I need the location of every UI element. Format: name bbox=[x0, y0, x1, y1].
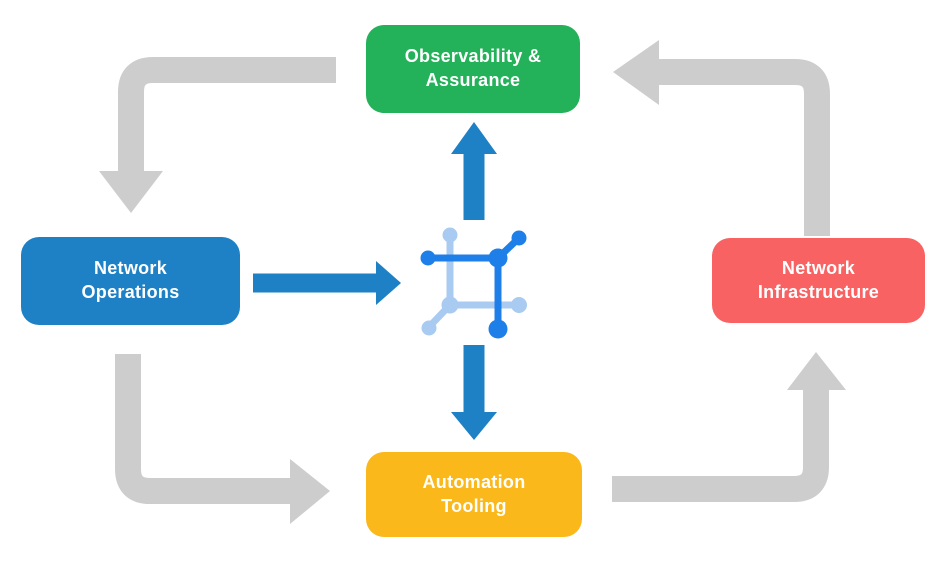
arrowhead-up bbox=[451, 122, 497, 154]
arrow-shaft bbox=[115, 354, 290, 504]
arrowhead-right bbox=[376, 261, 401, 305]
arrow-shaft bbox=[659, 59, 830, 236]
node-network-operations: Network Operations bbox=[21, 237, 240, 325]
mesh-node-dot bbox=[488, 319, 508, 339]
arrow-operations-to-center bbox=[253, 261, 401, 305]
node-observability-assurance: Observability & Assurance bbox=[366, 25, 580, 113]
arrow-shaft bbox=[612, 390, 829, 502]
mesh-node-dot bbox=[441, 296, 459, 314]
node-automation-tooling: Automation Tooling bbox=[366, 452, 582, 537]
mesh-node-dot bbox=[511, 297, 527, 313]
arrowhead-right bbox=[290, 459, 330, 524]
arrow-operations-to-automation bbox=[115, 354, 330, 524]
mesh-node-dot bbox=[442, 227, 458, 243]
mesh-node-dot bbox=[511, 230, 527, 246]
arrow-center-to-observability bbox=[451, 122, 497, 220]
arrowhead-up bbox=[787, 352, 846, 390]
arrow-automation-to-infrastructure bbox=[612, 352, 846, 502]
arrow-center-to-automation bbox=[451, 345, 497, 440]
network-mesh-icon bbox=[420, 227, 527, 339]
node-label: Network Operations bbox=[81, 258, 180, 302]
arrowhead-down bbox=[99, 171, 163, 213]
arrow-shaft bbox=[118, 57, 336, 172]
mesh-node-dot bbox=[420, 250, 436, 266]
node-label: Network Infrastructure bbox=[757, 257, 880, 302]
arrowhead-down bbox=[451, 412, 497, 440]
mesh-node-dot bbox=[488, 248, 508, 268]
arrow-infrastructure-to-observability bbox=[613, 40, 830, 236]
node-label: Observability & Assurance bbox=[404, 46, 542, 90]
arrowhead-left bbox=[613, 40, 659, 105]
node-network-infrastructure: Network Infrastructure bbox=[712, 238, 925, 323]
arrow-observability-to-operations bbox=[99, 57, 336, 213]
node-label: Automation Tooling bbox=[422, 471, 526, 516]
mesh-node-dot bbox=[421, 320, 437, 336]
